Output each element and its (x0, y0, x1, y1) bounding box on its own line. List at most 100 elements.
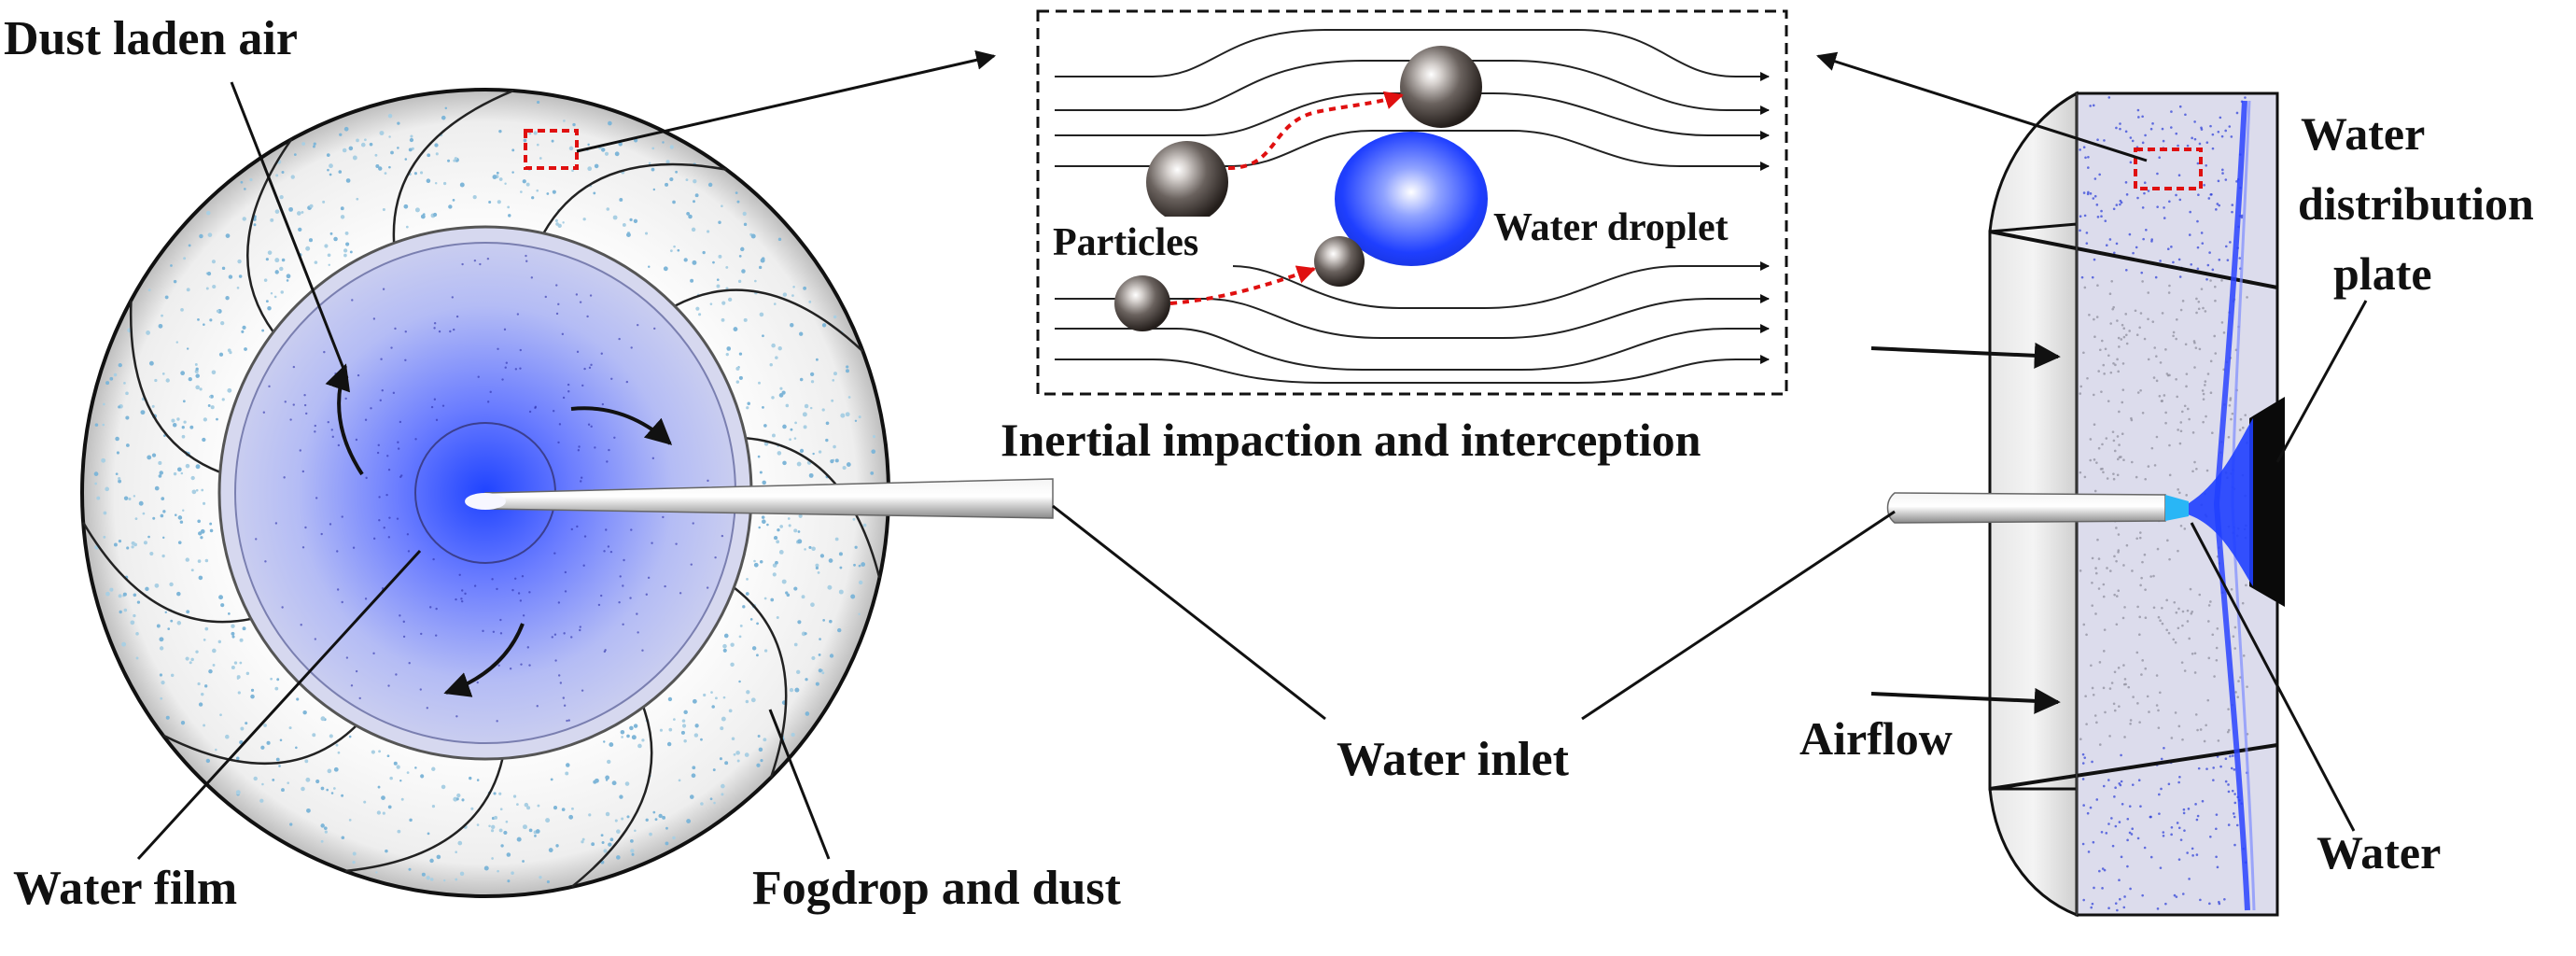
side-dot (2110, 279, 2114, 283)
guide-vane (344, 758, 504, 873)
fog-dot (818, 668, 822, 673)
core-dot (567, 383, 570, 387)
fog-dot (810, 602, 815, 608)
core-dot (581, 384, 584, 387)
fog-dot (180, 471, 184, 475)
core-dot (714, 555, 717, 559)
fog-dot (612, 215, 618, 220)
fog-dot (850, 594, 856, 599)
fog-dot (847, 396, 851, 399)
side-dot (2103, 868, 2107, 872)
fog-dot (685, 178, 689, 182)
fog-dot (455, 878, 458, 881)
fog-dot (431, 766, 436, 771)
side-dot (2136, 702, 2139, 705)
fog-dot (673, 718, 676, 721)
fog-dot (798, 513, 803, 518)
fog-dot (176, 591, 181, 597)
fog-dot (195, 650, 199, 654)
side-dot (2209, 193, 2213, 196)
core-dot (580, 476, 583, 479)
side-dot (2112, 702, 2116, 706)
fog-dot (212, 648, 217, 654)
fog-dot (149, 551, 154, 556)
fog-dot (244, 188, 246, 190)
side-dot (2162, 834, 2165, 837)
core-dot (482, 629, 484, 633)
fog-dot (759, 560, 763, 564)
side-dot (2118, 879, 2121, 881)
core-dot (455, 315, 459, 318)
fog-dot (455, 797, 459, 801)
water-inlet-label: Water inlet (1337, 733, 1570, 786)
fog-dot (716, 284, 721, 288)
fog-dot (105, 381, 110, 386)
core-dot (435, 607, 438, 611)
side-dot (2136, 108, 2140, 112)
fog-dot (804, 548, 806, 551)
fog-dot (409, 818, 413, 822)
fog-dot (852, 517, 856, 521)
fog-dot (329, 232, 333, 235)
side-dot (2140, 271, 2144, 274)
fog-dot (750, 233, 756, 239)
core-dot (567, 390, 570, 393)
fog-dot (539, 876, 542, 879)
side-dot (2166, 373, 2170, 377)
side-dot (2181, 610, 2185, 613)
side-dot (2211, 633, 2215, 637)
fog-dot (763, 424, 767, 428)
fog-dot (771, 396, 775, 400)
side-dot (2115, 527, 2118, 529)
side-dot (2246, 296, 2248, 299)
fog-dot (554, 218, 558, 222)
side-dot (2189, 210, 2191, 214)
fog-dot (730, 642, 735, 647)
fog-dot (825, 438, 829, 443)
core-dot (623, 558, 625, 562)
fog-dot (263, 278, 268, 282)
fog-dot (275, 757, 280, 762)
fog-dot (614, 151, 620, 157)
fog-dot (762, 519, 766, 525)
side-dot (2104, 219, 2107, 222)
side-dot (2112, 361, 2115, 365)
side-dot (2237, 680, 2240, 682)
core-dot (509, 668, 512, 670)
side-dot (2132, 696, 2135, 698)
fog-dot (444, 106, 448, 110)
fog-dot (352, 851, 357, 856)
core-dot (438, 330, 441, 333)
core-dot (497, 347, 499, 351)
fog-dot (456, 793, 461, 798)
fog-dot (208, 395, 212, 399)
side-dot (2241, 601, 2245, 605)
side-dot (2120, 780, 2123, 783)
core-dot (370, 407, 372, 410)
fog-dot (669, 249, 673, 253)
core-dot (600, 352, 603, 355)
core-dot (372, 537, 376, 541)
side-dot (2215, 855, 2218, 859)
side-dot (2082, 623, 2086, 626)
side-dot (2212, 766, 2215, 769)
side-dot (2097, 446, 2101, 450)
core-dot (364, 418, 368, 421)
fog-dot (384, 172, 387, 176)
fog-dot (242, 626, 246, 631)
fog-dot (609, 837, 614, 842)
arrow-to-inset-left (576, 49, 997, 153)
fog-dot (382, 208, 385, 212)
fog-dot (260, 745, 265, 750)
fog-dot (356, 197, 359, 201)
core-dot (608, 448, 610, 452)
fog-dot (498, 129, 502, 134)
fog-dot (735, 380, 740, 384)
side-dot (2189, 587, 2192, 591)
side-dot (2179, 524, 2183, 527)
core-dot (519, 348, 522, 352)
side-dot (2079, 471, 2082, 474)
fog-dot (668, 727, 673, 732)
side-dot (2126, 817, 2130, 821)
core-dot (557, 302, 560, 306)
